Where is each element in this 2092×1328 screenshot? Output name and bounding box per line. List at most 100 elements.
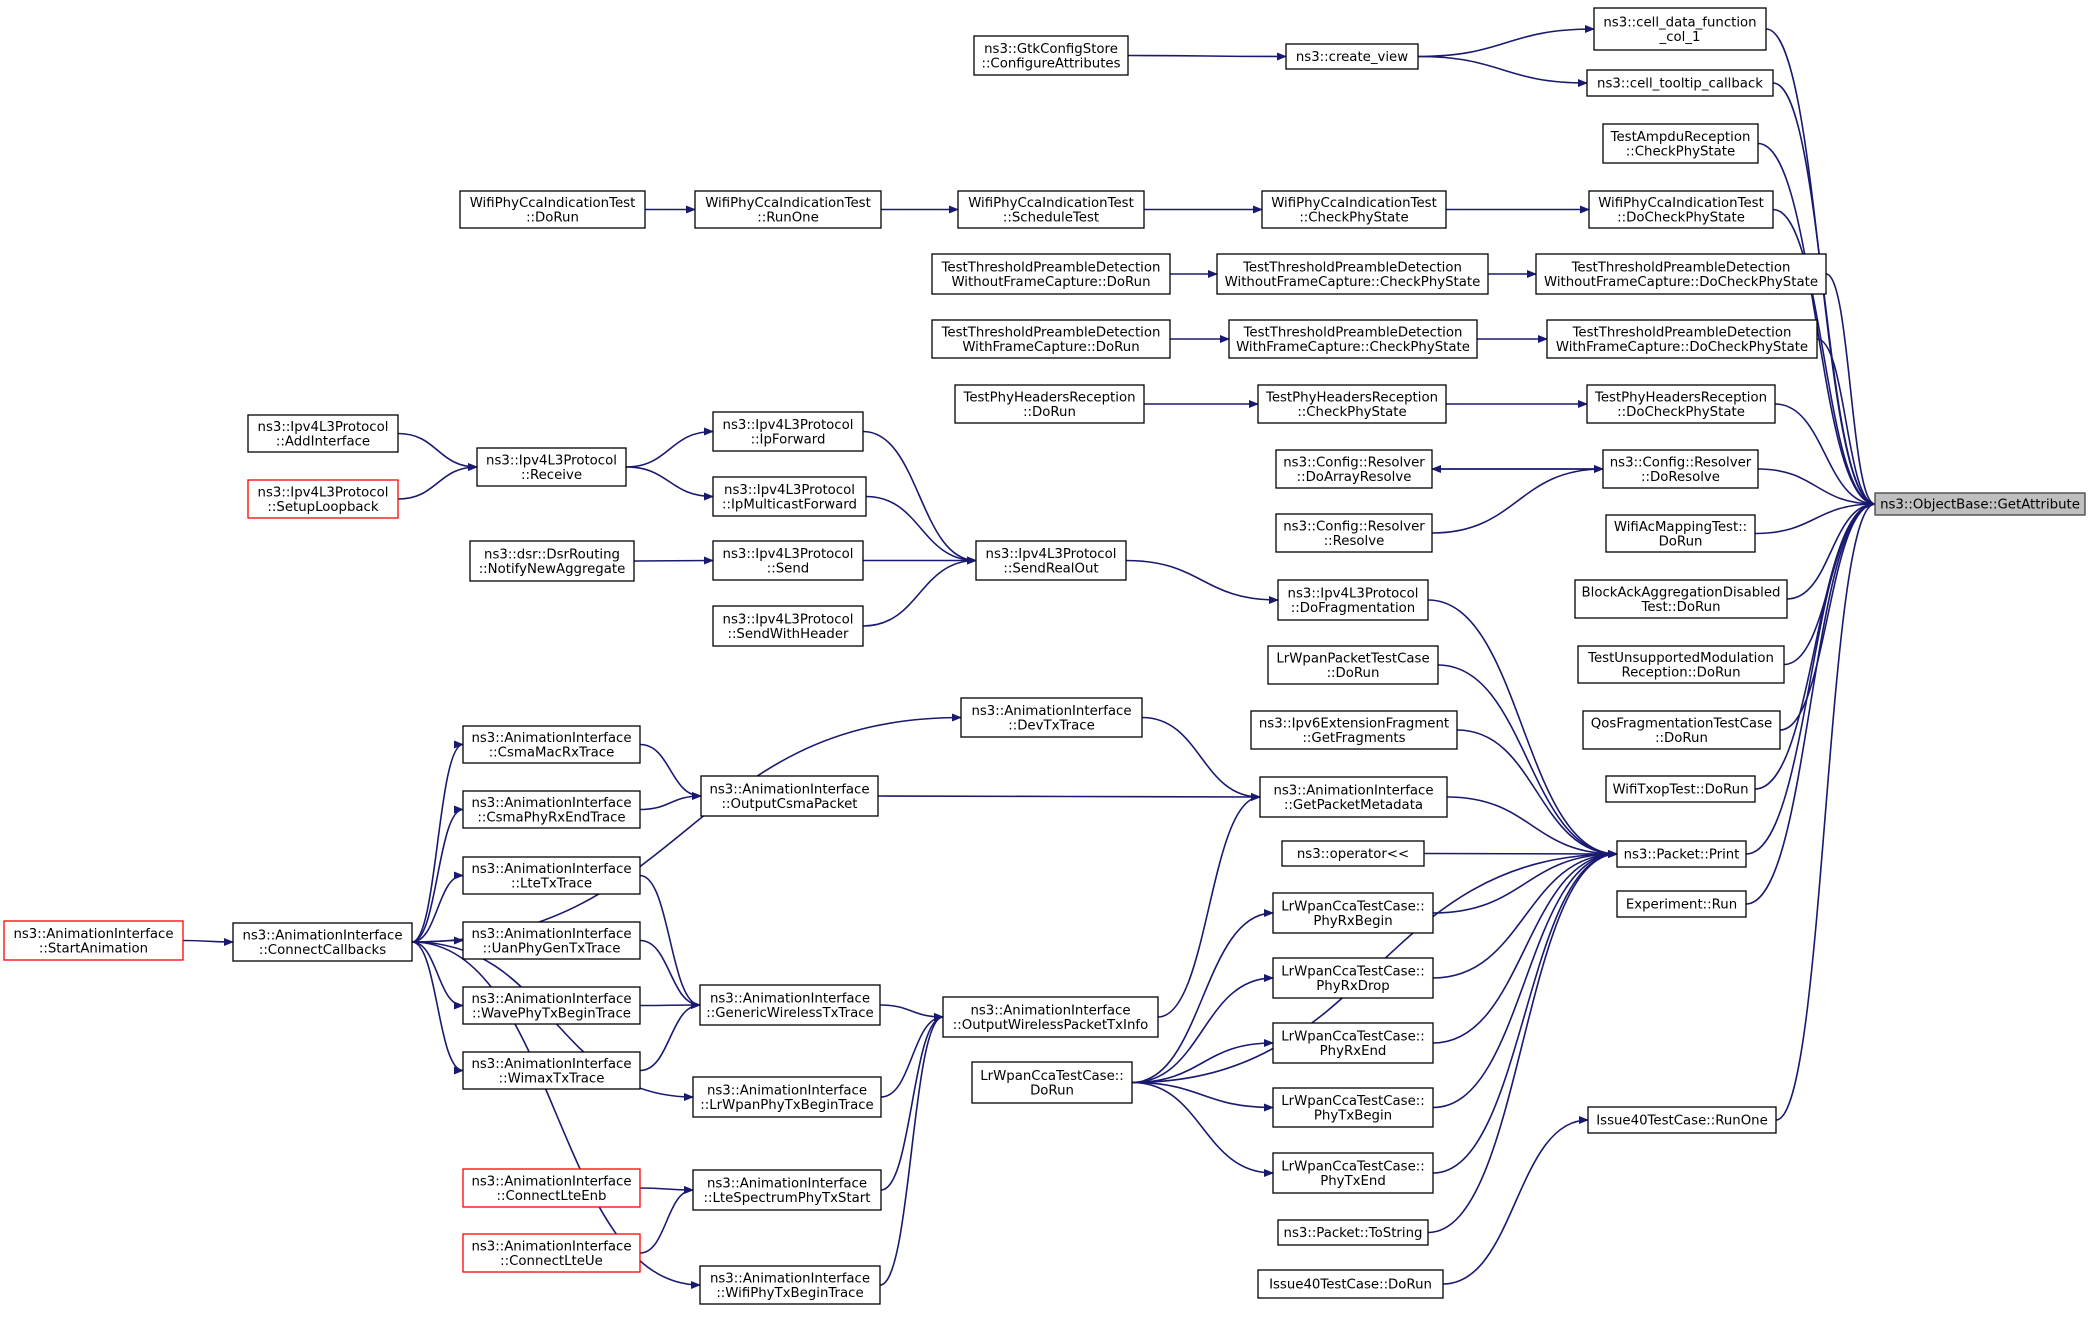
node-lr-phyrxbegin[interactable]: LrWpanCcaTestCase::PhyRxBegin <box>1272 892 1434 934</box>
node-lr-phytxend[interactable]: LrWpanCcaTestCase::PhyTxEnd <box>1272 1152 1434 1194</box>
node-lr-phyrxend[interactable]: LrWpanCcaTestCase::PhyRxEnd <box>1272 1022 1434 1064</box>
call-edge-ai_conncb-to-ai_csmamacrx <box>411 740 464 943</box>
node-label-line: ::DoRun <box>1023 405 1076 420</box>
node-ai-wimaxtx[interactable]: ns3::AnimationInterface::WimaxTxTrace <box>462 1051 641 1090</box>
node-tpd-w-check[interactable]: TestThresholdPreambleDetectionWithFrameC… <box>1228 319 1478 359</box>
node-ai-ltetx[interactable]: ns3::AnimationInterface::LteTxTrace <box>462 856 641 895</box>
node-ai-wifitx[interactable]: ns3::AnimationInterface::WifiPhyTxBeginT… <box>699 1265 881 1305</box>
node-wcca-dorun[interactable]: WifiPhyCcaIndicationTest::DoRun <box>459 190 646 229</box>
call-edge-ai_startanim-to-ai_conncb <box>182 937 234 946</box>
node-label-line: ns3::AnimationInterface <box>242 928 402 943</box>
node-cfg-resolve[interactable]: ns3::Config::Resolver::Resolve <box>1275 513 1433 553</box>
node-tphr-dorun[interactable]: TestPhyHeadersReception::DoRun <box>954 384 1145 424</box>
node-ipv4-setuplb[interactable]: ns3::Ipv4L3Protocol::SetupLoopback <box>247 479 399 519</box>
node-label-line: ::DoCheckPhyState <box>1617 405 1745 420</box>
node-ai-csmaphyrx[interactable]: ns3::AnimationInterface::CsmaPhyRxEndTra… <box>462 790 641 829</box>
node-label-line: ::DoCheckPhyState <box>1617 210 1745 225</box>
node-pkt-tostring[interactable]: ns3::Packet::ToString <box>1277 1219 1429 1246</box>
node-label-line: ::ConnectCallbacks <box>259 943 386 958</box>
node-box <box>462 1051 641 1090</box>
node-lrcca-dorun[interactable]: LrWpanCcaTestCase::DoRun <box>971 1061 1133 1104</box>
node-ipv6frag[interactable]: ns3::Ipv6ExtensionFragment::GetFragments <box>1250 710 1458 750</box>
node-label-line: ::LteSpectrumPhyTxStart <box>704 1191 871 1206</box>
node-ipv4-sendhdr[interactable]: ns3::Ipv4L3Protocol::SendWithHeader <box>712 605 864 647</box>
node-ai-devtx[interactable]: ns3::AnimationInterface::DevTxTrace <box>960 697 1143 738</box>
node-wcca-docheck[interactable]: WifiPhyCcaIndicationTest::DoCheckPhyStat… <box>1588 190 1774 229</box>
node-tunsup[interactable]: TestUnsupportedModulationReception::DoRu… <box>1577 645 1785 684</box>
node-box <box>1605 514 1756 553</box>
node-ampdu[interactable]: TestAmpduReception::CheckPhyState <box>1602 123 1759 164</box>
node-box <box>462 790 641 829</box>
node-ai-wavetx[interactable]: ns3::AnimationInterface::WavePhyTxBeginT… <box>462 986 641 1025</box>
node-getpktmeta[interactable]: ns3::AnimationInterface::GetPacketMetada… <box>1259 776 1448 818</box>
node-cfg-doresolve[interactable]: ns3::Config::Resolver::DoResolve <box>1602 449 1759 489</box>
node-issue40-dorun[interactable]: Issue40TestCase::DoRun <box>1257 1269 1444 1299</box>
call-edge-lrcca_dorun-to-lr_phyrxdrop <box>1131 974 1274 1084</box>
call-edge-ai_wifitx-to-ai_outwl <box>879 1013 944 1286</box>
node-cfg-doarray[interactable]: ns3::Config::Resolver::DoArrayResolve <box>1275 449 1433 489</box>
node-tpd-wo-docheck[interactable]: TestThresholdPreambleDetectionWithoutFra… <box>1535 253 1827 295</box>
node-ai-csmamacrx[interactable]: ns3::AnimationInterface::CsmaMacRxTrace <box>462 725 641 764</box>
node-lr-phyrxdrop[interactable]: LrWpanCcaTestCase::PhyRxDrop <box>1272 957 1434 999</box>
node-ipv4-dofrag[interactable]: ns3::Ipv4L3Protocol::DoFragmentation <box>1277 579 1429 621</box>
node-issue40-runone[interactable]: Issue40TestCase::RunOne <box>1587 1106 1777 1134</box>
node-ai-ltespec[interactable]: ns3::AnimationInterface::LteSpectrumPhyT… <box>692 1169 882 1211</box>
call-edge-tpd_wo_docheck-to-target <box>1825 273 1876 508</box>
node-tphr-check[interactable]: TestPhyHeadersReception::CheckPhyState <box>1257 384 1447 424</box>
call-edge-experiment-to-target <box>1745 500 1876 905</box>
node-tpd-w-dorun[interactable]: TestThresholdPreambleDetectionWithFrameC… <box>931 319 1171 359</box>
node-label-line: PhyRxDrop <box>1316 979 1389 994</box>
node-ai-startanim[interactable]: ns3::AnimationInterface::StartAnimation <box>3 920 184 961</box>
call-edge-lr_phyrxend-to-pkt_print <box>1432 850 1618 1044</box>
node-qosfrag[interactable]: QosFragmentationTestCase::DoRun <box>1582 710 1781 750</box>
edge-layer <box>182 25 1876 1289</box>
node-ipv4-sendrealout[interactable]: ns3::Ipv4L3Protocol::SendRealOut <box>975 540 1127 581</box>
node-wifiac[interactable]: WifiAcMappingTest::DoRun <box>1605 514 1756 553</box>
node-ai-conncb[interactable]: ns3::AnimationInterface::ConnectCallback… <box>232 922 413 962</box>
node-ai-lrwpantx[interactable]: ns3::AnimationInterface::LrWpanPhyTxBegi… <box>692 1076 882 1118</box>
node-wcca-check[interactable]: WifiPhyCcaIndicationTest::CheckPhyState <box>1261 190 1447 229</box>
node-box <box>1588 190 1774 229</box>
node-label-line: WifiTxopTest::DoRun <box>1612 783 1748 798</box>
node-box <box>232 922 413 962</box>
node-tpd-wo-dorun[interactable]: TestThresholdPreambleDetectionWithoutFra… <box>931 253 1171 295</box>
node-target[interactable]: ns3::ObjectBase::GetAttribute <box>1874 492 2086 516</box>
node-wifitxop[interactable]: WifiTxopTest::DoRun <box>1605 775 1756 803</box>
node-ipv4-ipfwd[interactable]: ns3::Ipv4L3Protocol::IpForward <box>712 411 864 452</box>
call-edge-ipv4_setuplb-to-ipv4_receive <box>397 463 478 500</box>
node-pkt-print[interactable]: ns3::Packet::Print <box>1616 840 1747 868</box>
node-cell-data[interactable]: ns3::cell_data_function_col_1 <box>1593 7 1767 51</box>
node-label-line: ns3::Ipv4L3Protocol <box>723 612 854 627</box>
node-cell-tooltip[interactable]: ns3::cell_tooltip_callback <box>1586 69 1774 97</box>
node-gtk[interactable]: ns3::GtkConfigStore::ConfigureAttributes <box>973 35 1129 76</box>
node-label-line: ns3::AnimationInterface <box>707 1083 867 1098</box>
node-tpd-wo-check[interactable]: TestThresholdPreambleDetectionWithoutFra… <box>1216 253 1489 295</box>
node-ipv4-ipmcast[interactable]: ns3::Ipv4L3Protocol::IpMulticastForward <box>712 476 867 517</box>
node-ai-connlteue[interactable]: ns3::AnimationInterface::ConnectLteUe <box>462 1233 641 1273</box>
node-label-line: ns3::AnimationInterface <box>471 862 631 877</box>
node-label-line: WithFrameCapture::DoCheckPhyState <box>1556 340 1808 355</box>
node-wcca-runone[interactable]: WifiPhyCcaIndicationTest::RunOne <box>694 190 882 229</box>
node-ipv4-send[interactable]: ns3::Ipv4L3Protocol::Send <box>712 540 864 581</box>
node-dsr[interactable]: ns3::dsr::DsrRouting::NotifyNewAggregate <box>469 540 635 582</box>
node-ai-connlteenb[interactable]: ns3::AnimationInterface::ConnectLteEnb <box>462 1168 641 1208</box>
node-lr-phytxbegin[interactable]: LrWpanCcaTestCase::PhyTxBegin <box>1272 1087 1434 1128</box>
node-ai-genwl[interactable]: ns3::AnimationInterface::GenericWireless… <box>699 984 881 1026</box>
node-tpd-w-docheck[interactable]: TestThresholdPreambleDetectionWithFrameC… <box>1546 319 1818 359</box>
node-ipv4-addif[interactable]: ns3::Ipv4L3Protocol::AddInterface <box>247 414 399 453</box>
node-box <box>699 1265 881 1305</box>
node-ipv4-receive[interactable]: ns3::Ipv4L3Protocol::Receive <box>476 447 627 487</box>
node-box <box>942 996 1159 1038</box>
node-operator[interactable]: ns3::operator<< <box>1281 840 1425 867</box>
node-wcca-sched[interactable]: WifiPhyCcaIndicationTest::ScheduleTest <box>957 190 1145 229</box>
node-create-view[interactable]: ns3::create_view <box>1285 43 1419 70</box>
node-ai-uantx[interactable]: ns3::AnimationInterface::UanPhyGenTxTrac… <box>462 921 641 960</box>
node-lrpkt[interactable]: LrWpanPacketTestCase::DoRun <box>1267 645 1439 685</box>
node-tphr-docheck[interactable]: TestPhyHeadersReception::DoCheckPhyState <box>1586 384 1776 424</box>
node-label-line: ::LrWpanPhyTxBeginTrace <box>700 1098 873 1113</box>
node-experiment[interactable]: Experiment::Run <box>1616 890 1747 918</box>
node-ai-outcsma[interactable]: ns3::AnimationInterface::OutputCsmaPacke… <box>700 775 879 817</box>
node-ai-outwl[interactable]: ns3::AnimationInterface::OutputWirelessP… <box>942 996 1159 1038</box>
node-label-line: ::SendWithHeader <box>727 627 849 642</box>
